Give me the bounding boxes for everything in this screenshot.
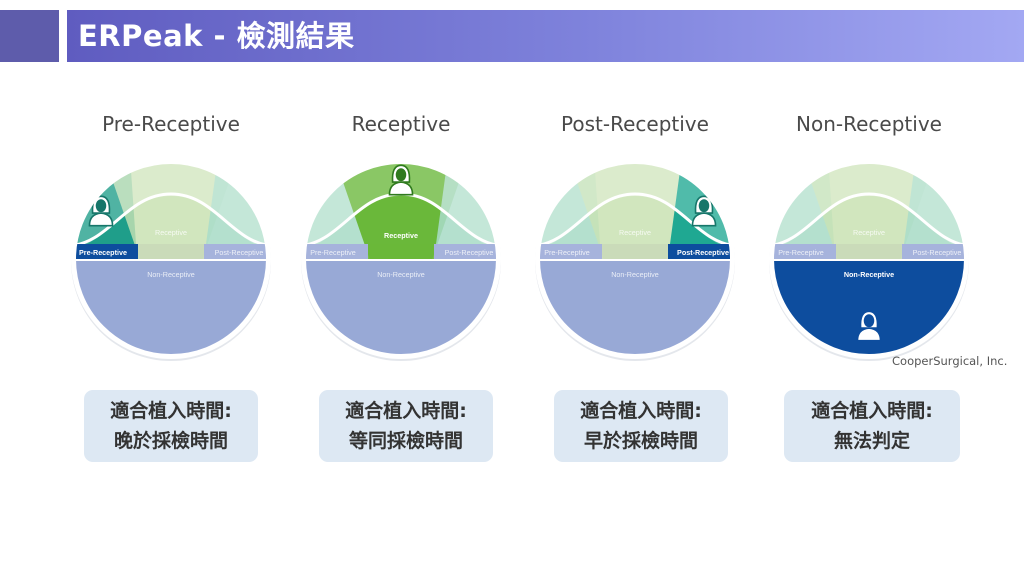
caption-line1: 適合植入時間: [345, 400, 467, 422]
band-pre [305, 244, 368, 260]
image-credit: CooperSurgical, Inc. [892, 354, 1008, 368]
zone-label: Post-Receptive [215, 248, 264, 257]
zone-receptive [334, 163, 468, 260]
result-caption: 適合植入時間: 等同採檢時間 [319, 390, 493, 462]
disc-inner-border [74, 162, 268, 356]
band-post [902, 244, 965, 260]
zone-receptive [802, 163, 936, 260]
band-post [204, 244, 267, 260]
band-receptive [836, 244, 902, 260]
zone-label: Receptive [619, 228, 651, 237]
disc-body: Pre-Receptive ReceptivePost-ReceptiveNon-… [539, 163, 731, 355]
phase-title: Non-Receptive [796, 112, 942, 136]
phase-title: Receptive [351, 112, 451, 136]
receptivity-disc: Pre-Receptive ReceptivePost-ReceptiveNon-… [301, 159, 501, 361]
page-title: ERPeak - 檢測結果 [78, 19, 355, 53]
disc-inner-border [304, 162, 498, 356]
phase-title: Pre-Receptive [102, 112, 240, 136]
band-post [434, 244, 497, 260]
caption-line2: 早於採檢時間 [583, 430, 698, 452]
receptivity-curve [773, 192, 965, 248]
curve-highlight [305, 163, 497, 250]
curve-highlight [75, 163, 267, 250]
disc-body: Pre-Receptive ReceptivePost-ReceptiveNon-… [75, 163, 267, 355]
zone-label: Pre-Receptive [544, 248, 590, 257]
zone-label: Non-Receptive [611, 270, 659, 279]
woman-icon [88, 195, 114, 227]
receptivity-disc: Pre-Receptive ReceptivePost-ReceptiveNon-… [769, 159, 969, 361]
zone-label: Receptive [853, 228, 885, 237]
caption-line2: 無法判定 [833, 430, 910, 452]
result-caption: 適合植入時間: 早於採檢時間 [554, 390, 728, 462]
woman-icon [856, 310, 882, 342]
receptivity-curve [539, 192, 731, 248]
band-receptive [138, 244, 204, 260]
caption-line2: 晚於採檢時間 [113, 430, 228, 452]
zone-label: Post-Receptive [677, 248, 729, 257]
disc-body: Pre-Receptive ReceptivePost-ReceptiveNon-… [305, 163, 497, 355]
zone-label: Pre-Receptive [79, 248, 127, 257]
curve-highlight [539, 163, 731, 250]
disc-inner-border [772, 162, 966, 356]
receptivity-curve [75, 192, 267, 248]
zone-label: Pre-Receptive [778, 248, 824, 257]
caption-line1: 適合植入時間: [811, 400, 933, 422]
caption-line2: 等同採檢時間 [348, 430, 463, 452]
caption-line1: 適合植入時間: [580, 400, 702, 422]
zone-label: Non-Receptive [377, 270, 425, 279]
band-pre [773, 244, 836, 260]
phase-title: Post-Receptive [561, 112, 709, 136]
result-caption: 適合植入時間: 晚於採檢時間 [84, 390, 258, 462]
caption-line1: 適合植入時間: [110, 400, 232, 422]
band-receptive [602, 244, 668, 260]
zone-label: Non-Receptive [147, 270, 195, 279]
receptivity-disc: Pre-Receptive ReceptivePost-ReceptiveNon-… [535, 159, 735, 361]
header-bar [67, 10, 1024, 62]
zone-label: Pre-Receptive [310, 248, 356, 257]
disc-body: Pre-Receptive ReceptivePost-ReceptiveNon-… [773, 163, 965, 355]
band-receptive [368, 244, 434, 260]
woman-icon [388, 164, 414, 196]
zone-label: Post-Receptive [913, 248, 962, 257]
zone-label: Non-Receptive [844, 270, 894, 279]
zone-receptive [568, 163, 702, 260]
band-pre [75, 244, 138, 260]
disc-inner-border [538, 162, 732, 356]
zone-label: Receptive [155, 228, 187, 237]
zone-label: Receptive [384, 231, 418, 240]
band-pre [539, 244, 602, 260]
band-post [668, 244, 731, 260]
woman-icon [691, 195, 717, 227]
zone-label: Post-Receptive [445, 248, 494, 257]
curve-highlight [773, 163, 965, 250]
header-accent [0, 10, 59, 62]
zone-receptive [104, 163, 238, 260]
receptivity-disc: Pre-Receptive ReceptivePost-ReceptiveNon-… [71, 159, 271, 361]
result-caption: 適合植入時間: 無法判定 [784, 390, 960, 462]
